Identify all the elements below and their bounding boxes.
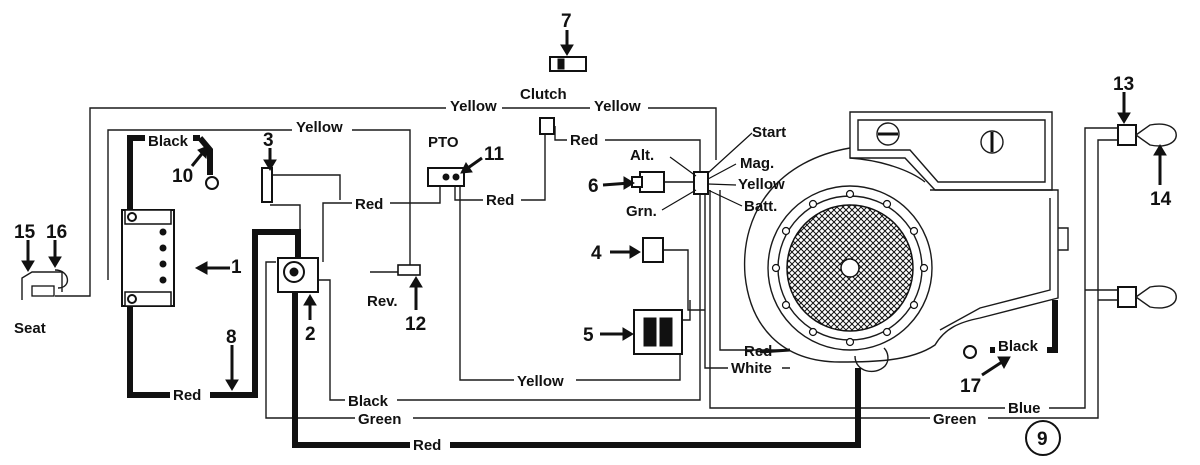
callout-6: 6 [588,176,599,197]
label-alt: Alt. [630,147,654,164]
engine [743,111,1069,373]
label-red-left: Red [355,196,383,213]
label-clutch: Clutch [520,86,567,103]
callout-2: 2 [305,324,316,345]
part-3 [261,167,273,203]
terminal-block [693,171,709,195]
label-start: Start [752,124,786,141]
ignition-switch [631,171,695,193]
ground-17 [963,345,977,359]
seat-switch [21,269,69,300]
callout-9: 9 [1037,429,1048,450]
wire-labels: Yellow Yellow Clutch Yellow PTO Red Red … [14,86,1049,455]
label-yellow-top-left: Yellow [450,98,497,115]
label-seat: Seat [14,320,46,337]
label-pto: PTO [428,134,459,151]
label-red-battery: Red [173,387,201,404]
callout-10: 10 [172,166,193,187]
callout-9-circle [1025,420,1061,456]
callout-numbers: 1 2 3 4 5 6 7 8 9 10 11 12 13 14 15 16 1… [14,11,1172,456]
callout-3: 3 [263,130,274,151]
thin-wires [55,107,1118,419]
label-green-left: Green [358,411,401,428]
callout-16: 16 [46,222,67,243]
reverse-switch [370,264,421,276]
label-black-battery: Black [148,133,189,150]
label-rev: Rev. [367,293,398,310]
solenoid [277,257,319,293]
label-red-pto: Red [486,192,514,209]
callout-11: 11 [484,144,505,165]
label-red-engine: Red [744,343,772,360]
label-yellow-bottom: Yellow [517,373,564,390]
label-yellow-engine: Yellow [738,176,785,193]
relay-5 [633,309,683,355]
label-black-bottom: Black [348,393,389,410]
pto-switch [427,167,465,187]
clutch-switch-7 [549,56,587,72]
label-batt: Batt. [744,198,777,215]
label-green-right: Green [933,411,976,428]
label-red-clutch: Red [570,132,598,149]
callout-14: 14 [1150,189,1172,210]
plug-4 [642,237,664,263]
callout-1: 1 [231,257,242,278]
label-mag: Mag. [740,155,774,172]
callout-8: 8 [226,327,237,348]
battery [121,209,175,307]
callout-15: 15 [14,222,36,243]
label-yellow-seat: Yellow [296,119,343,136]
callout-arrows [21,30,1167,391]
callout-5: 5 [583,325,594,346]
callout-7: 7 [561,11,572,32]
callout-17: 17 [960,376,981,397]
callout-4: 4 [591,243,602,264]
clutch-connector [539,117,555,135]
headlight-top [1117,123,1177,147]
label-blue: Blue [1008,400,1041,417]
callout-13: 13 [1113,74,1134,95]
headlight-bottom [1117,285,1177,309]
label-white: White [731,360,772,377]
label-red-bottom: Red [413,437,441,454]
label-black-ground: Black [998,338,1039,355]
ring-terminal-10 [197,136,219,190]
callout-12: 12 [405,314,426,335]
label-yellow-top-right: Yellow [594,98,641,115]
label-grn: Grn. [626,203,657,220]
